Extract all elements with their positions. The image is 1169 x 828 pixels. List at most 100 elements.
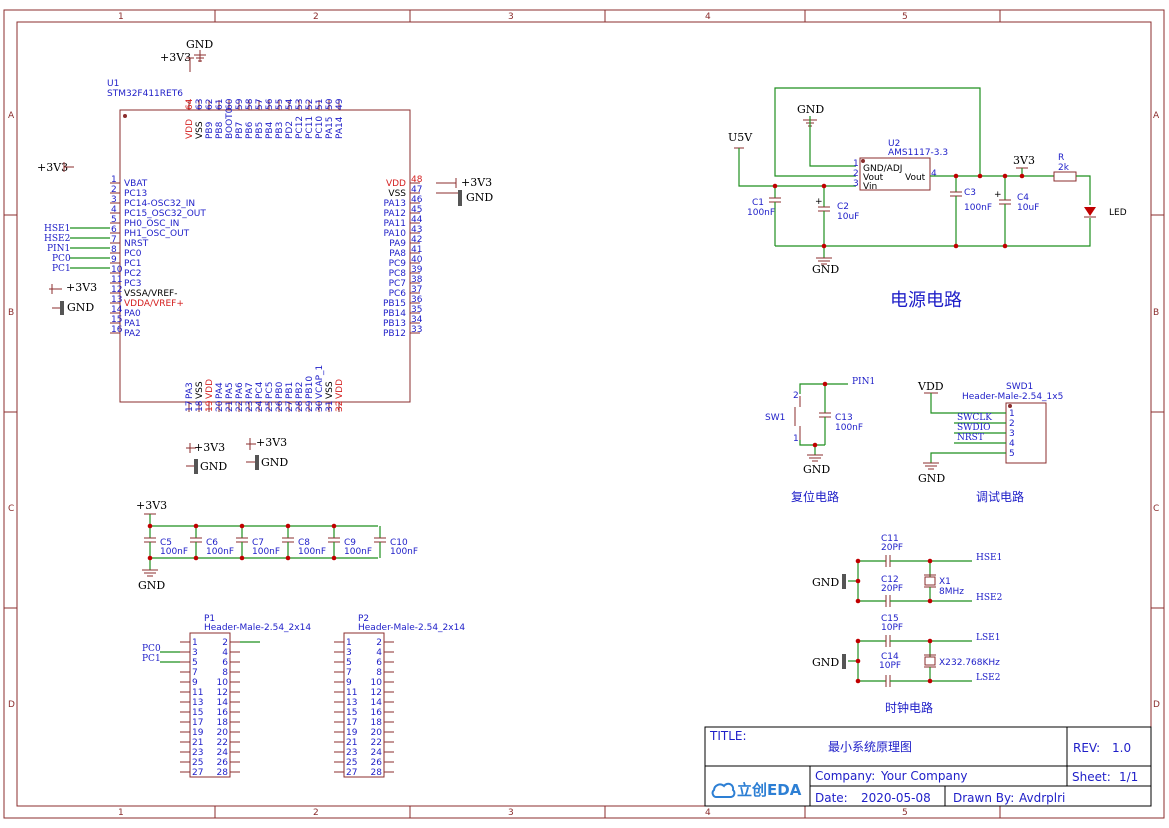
bottom-v33-label-1: +3V3 xyxy=(194,441,225,454)
date-label: Date: xyxy=(815,791,848,805)
power-circuit[interactable]: U5V GND U2 AMS1117-3.3 GND/ADJ Vout Vin … xyxy=(728,87,1127,311)
decap-val: 100nF xyxy=(390,547,418,557)
mcu-bottom-pin-name: VSS xyxy=(195,381,205,399)
mcu-bottom-pin-num: 23 xyxy=(245,401,255,412)
p1-pins: 1357911131517192123252724681012141618202… xyxy=(160,638,240,778)
decap-ref: C5 xyxy=(160,538,172,548)
c1-ref: C1 xyxy=(752,198,764,208)
mcu-right-pin-num: 45 xyxy=(411,205,422,215)
decoupling-circuit[interactable]: +3V3 GND C5100nFC6100nFC7100nFC8100nFC91… xyxy=(136,499,418,592)
mcu-right-pin-name: PB13 xyxy=(383,319,406,329)
swd-pin-2: 2 xyxy=(1009,419,1015,429)
mcu-left-pin-name: PC2 xyxy=(124,269,141,279)
header-pin-left: 17 xyxy=(192,718,203,728)
mcu-left-pin-num: 3 xyxy=(111,195,117,205)
c15-val: 10PF xyxy=(881,623,903,633)
header-pin-left: 1 xyxy=(192,638,198,648)
mcu-right-pin-name: VDD xyxy=(386,179,406,189)
header-pin-left: 9 xyxy=(346,678,352,688)
mcu-top-pin-name: BOOT0 xyxy=(225,107,235,139)
mcu-right-pin-num: 33 xyxy=(411,325,422,335)
r-val: 2k xyxy=(1058,163,1070,173)
header-pin-right: 14 xyxy=(371,698,383,708)
decoupling-v33-label: +3V3 xyxy=(136,499,167,512)
col-label-2-bottom: 2 xyxy=(313,808,319,818)
header-pin-right: 4 xyxy=(222,648,228,658)
header-pin-left: 19 xyxy=(192,728,204,738)
mcu-left-pin-name: PC13 xyxy=(124,189,147,199)
c11-ref: C11 xyxy=(881,534,899,544)
mcu-top-pin-num: 58 xyxy=(245,98,255,110)
mcu-left-pin-num: 16 xyxy=(111,325,123,335)
mcu-top-pin-num: 62 xyxy=(205,99,215,110)
decap-val: 100nF xyxy=(298,547,326,557)
mcu-left-pin-name: PA2 xyxy=(124,329,141,339)
header-pin-right: 14 xyxy=(217,698,229,708)
header-pin-right: 20 xyxy=(371,728,383,738)
clock-circuit[interactable]: C11 20PF HSE1 C12 20PF HSE2 GND X1 8MHz … xyxy=(812,534,1002,715)
mcu-bottom-pin-num: 18 xyxy=(195,400,205,412)
mcu-left-pin-num: 4 xyxy=(111,205,117,215)
row-label-c-right: C xyxy=(1153,504,1159,514)
debug-circuit[interactable]: SWD1 Header-Male-2.54_1x5 VDD GND SWCLK … xyxy=(917,380,1063,504)
decap-ref: C9 xyxy=(344,538,356,548)
mcu-right-pin-name: PA10 xyxy=(384,229,407,239)
decoupling-gnd-label: GND xyxy=(138,579,165,592)
header-pin-left: 5 xyxy=(346,658,352,668)
c2-ref: C2 xyxy=(837,202,849,212)
mcu-left-pin-num: 1 xyxy=(111,175,117,185)
reset-circuit[interactable]: PIN1 2 1 SW1 C13 100nF GND 复位电路 xyxy=(765,377,875,504)
reg-part: AMS1117-3.3 xyxy=(888,148,948,158)
mcu-bottom-pin-num: 32 xyxy=(335,401,345,412)
decap-junction-top xyxy=(193,523,199,529)
header-pin-right: 10 xyxy=(371,678,383,688)
header-pin-right: 16 xyxy=(217,708,229,718)
c4-ref: C4 xyxy=(1017,193,1029,203)
mcu-top-pin-num: 64 xyxy=(185,98,195,110)
header-p2[interactable]: P2 Header-Male-2.54_2x14 135791113151719… xyxy=(334,614,465,778)
mcu-right-pin-name: PC6 xyxy=(389,289,407,299)
col-label-4: 4 xyxy=(705,12,711,22)
c14-ref: C14 xyxy=(881,652,899,662)
mcu-right-pin-name: PA9 xyxy=(389,239,406,249)
decap-junction-bottom xyxy=(331,555,337,561)
mcu-left-pin-name: PC15_OSC32_OUT xyxy=(124,209,206,219)
mcu-right-pin-num: 35 xyxy=(411,305,422,315)
header-pin-left: 13 xyxy=(192,698,203,708)
x2-ref: X2 xyxy=(939,658,951,668)
mcu-right-pin-name: PB12 xyxy=(383,329,406,339)
mcu-bottom-pin-name: PA7 xyxy=(245,382,255,399)
mcu-bottom-pin-name: VCAP_1 xyxy=(315,365,325,399)
mcu-left-pin-num: 13 xyxy=(111,295,122,305)
mcu-top-pin-num: 57 xyxy=(255,99,265,110)
col-label-1: 1 xyxy=(118,12,124,22)
header-pin-right: 12 xyxy=(371,688,382,698)
net-hse1-mcu: HSE1 xyxy=(44,224,70,234)
decap-junction-bottom xyxy=(193,555,199,561)
mcu-right-pin-num: 39 xyxy=(411,265,423,275)
decap-junction-bottom xyxy=(239,555,245,561)
header-pin-left: 25 xyxy=(192,758,203,768)
mcu-top-pin-num: 50 xyxy=(325,98,335,110)
mcu-bottom-pin-num: 26 xyxy=(275,400,285,412)
mcu-bottom-pin-name: PA4 xyxy=(215,382,225,399)
decap-ref: C10 xyxy=(390,538,408,548)
p1-part: Header-Male-2.54_2x14 xyxy=(204,623,311,633)
decap-val: 100nF xyxy=(344,547,372,557)
mcu-right-pin-name: PC8 xyxy=(389,269,407,279)
header-p1[interactable]: P1 Header-Male-2.54_2x14 135791113151719… xyxy=(142,614,311,778)
mcu-top-pin-name: PC11 xyxy=(305,116,315,139)
mcu-top-pin-num: 49 xyxy=(335,98,345,110)
mcu-left-pin-num: 12 xyxy=(111,285,122,295)
mcu-bottom-pin-name: PA3 xyxy=(185,382,195,399)
header-pin-right: 28 xyxy=(371,768,383,778)
header-pin-left: 27 xyxy=(346,768,357,778)
mcu-top-pin-num: 61 xyxy=(215,99,225,110)
sw-ref: SW1 xyxy=(765,413,785,423)
header-pin-left: 7 xyxy=(346,668,352,678)
mcu-right-pin-name: PA13 xyxy=(384,199,406,209)
mcu-top-pin-num: 63 xyxy=(195,99,205,110)
net-nrst: NRST xyxy=(957,433,984,443)
